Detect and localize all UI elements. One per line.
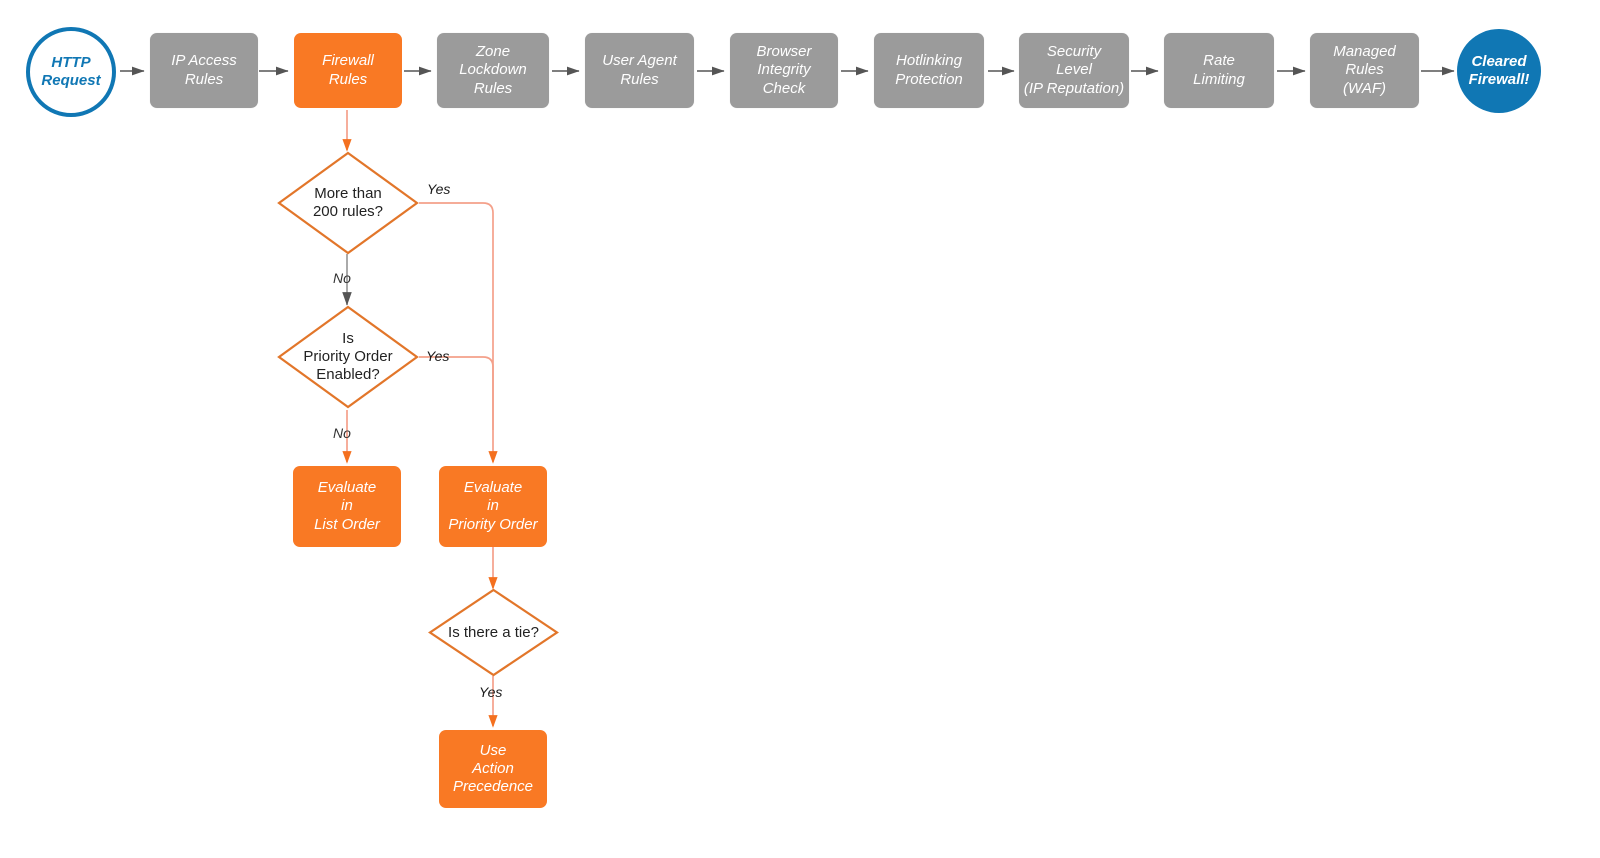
edge-d1-yes-to-priority (419, 202, 498, 464)
node-browser-integrity-check[interactable]: Browser Integrity Check (730, 33, 838, 108)
decision-is-priority-order-enabled-shape (277, 305, 419, 409)
node-evaluate-in-list-order-label: Evaluate in List Order (314, 479, 380, 533)
decision-is-there-a-tie-shape (428, 588, 559, 677)
decision-more-than-200-rules-label: More than 200 rules? (312, 185, 384, 220)
decision-more-than-200-rules[interactable]: More than 200 rules? (277, 151, 419, 255)
node-evaluate-in-list-order[interactable]: Evaluate in List Order (293, 466, 401, 547)
node-managed-rules-waf-label: Managed Rules (WAF) (1333, 43, 1396, 97)
node-evaluate-in-priority-order-label: Evaluate in Priority Order (448, 479, 538, 533)
node-ip-access-rules[interactable]: IP Access Rules (150, 33, 258, 108)
edge-label-d2-no: No (333, 425, 351, 441)
node-use-action-precedence[interactable]: Use Action Precedence (439, 730, 547, 808)
node-http-request-label: HTTP Request (41, 53, 101, 89)
node-hotlinking-protection[interactable]: Hotlinking Protection (874, 33, 984, 108)
node-rate-limiting-label: Rate Limiting (1193, 52, 1245, 88)
node-ip-access-rules-label: IP Access Rules (171, 52, 237, 88)
node-browser-integrity-check-label: Browser Integrity Check (756, 43, 812, 97)
edge-label-d3-yes: Yes (479, 684, 503, 700)
node-security-level[interactable]: Security Level (IP Reputation) (1019, 33, 1129, 108)
node-http-request[interactable]: HTTP Request (26, 27, 116, 117)
node-cleared-firewall[interactable]: Cleared Firewall! (1457, 29, 1541, 113)
edge-d2-yes-to-priority (419, 356, 494, 430)
decision-is-there-a-tie-label: Is there a tie? (448, 623, 539, 641)
decision-is-there-a-tie[interactable]: Is there a tie? (428, 588, 559, 677)
node-user-agent-rules-label: User Agent Rules (602, 52, 677, 88)
edge-label-d1-yes: Yes (427, 181, 451, 197)
node-zone-lockdown-rules-label: Zone Lockdown Rules (459, 43, 527, 97)
node-cleared-firewall-label: Cleared Firewall! (1468, 52, 1530, 88)
decision-is-priority-order-enabled[interactable]: Is Priority Order Enabled? (277, 305, 419, 409)
node-hotlinking-protection-label: Hotlinking Protection (895, 52, 963, 88)
node-security-level-label: Security Level (IP Reputation) (1023, 43, 1125, 97)
node-zone-lockdown-rules[interactable]: Zone Lockdown Rules (437, 33, 549, 108)
edge-label-d1-no: No (333, 270, 351, 286)
node-user-agent-rules[interactable]: User Agent Rules (585, 33, 694, 108)
edge-label-d2-yes: Yes (426, 348, 450, 364)
node-managed-rules-waf[interactable]: Managed Rules (WAF) (1310, 33, 1419, 108)
node-evaluate-in-priority-order[interactable]: Evaluate in Priority Order (439, 466, 547, 547)
decision-more-than-200-rules-shape (277, 151, 419, 255)
node-rate-limiting[interactable]: Rate Limiting (1164, 33, 1274, 108)
node-firewall-rules[interactable]: Firewall Rules (294, 33, 402, 108)
decision-is-priority-order-enabled-label: Is Priority Order Enabled? (303, 330, 393, 383)
node-firewall-rules-label: Firewall Rules (322, 52, 374, 88)
node-use-action-precedence-label: Use Action Precedence (452, 741, 534, 796)
